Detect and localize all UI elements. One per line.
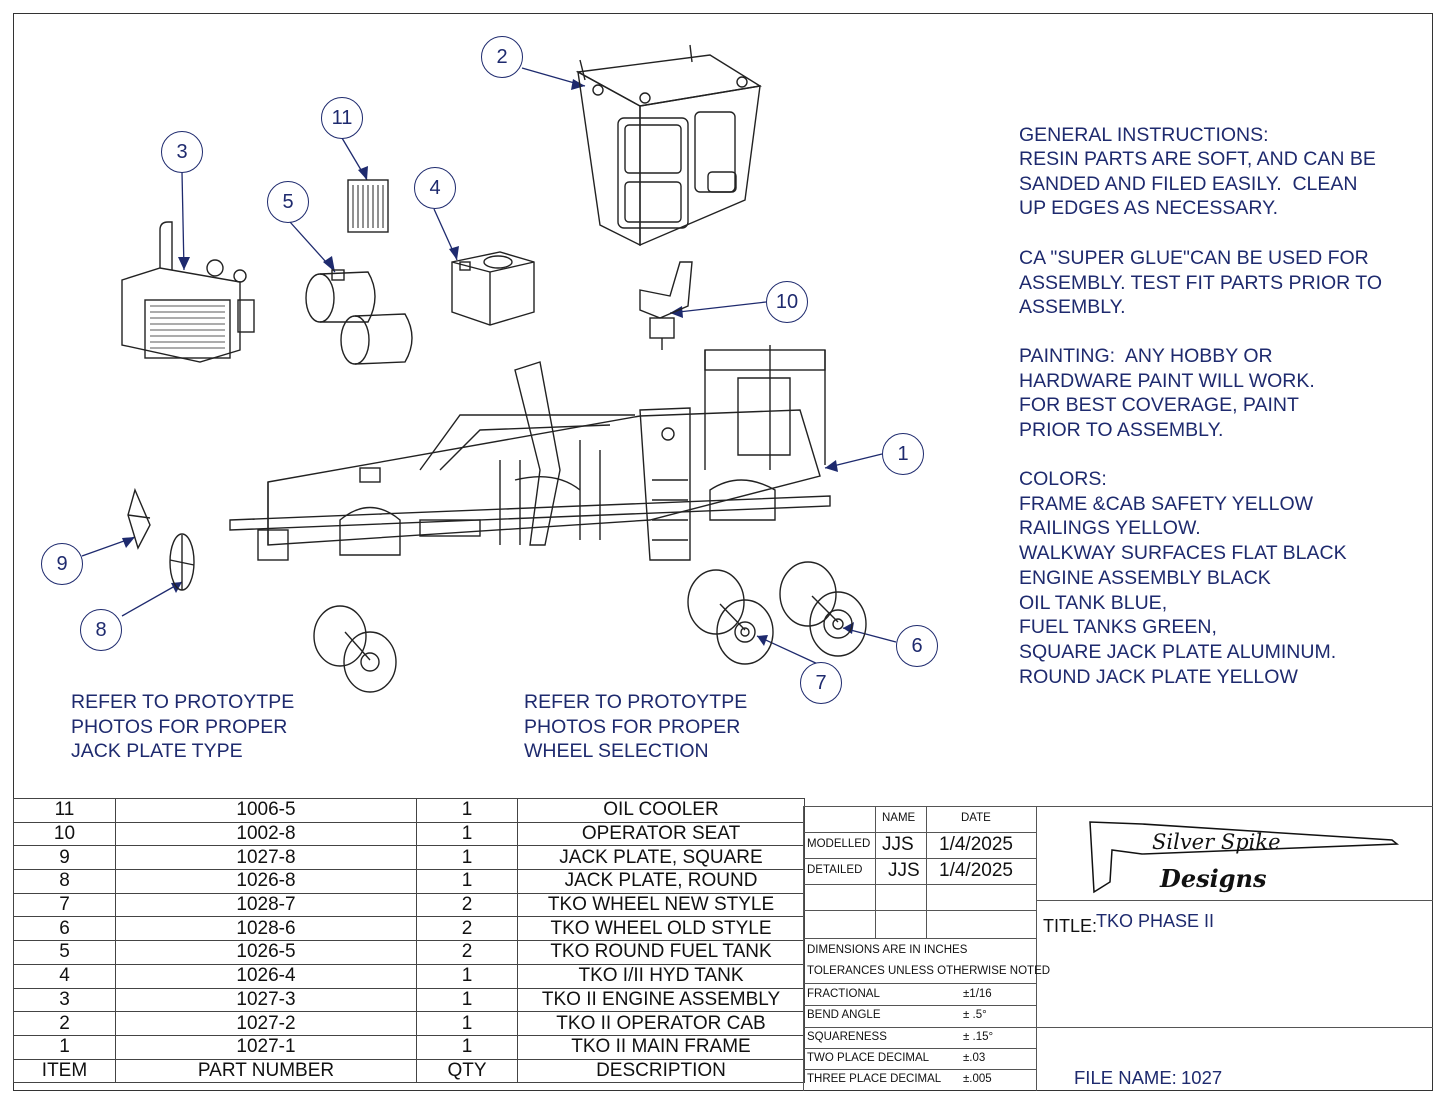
silver-spike-logo: [1089, 821, 1400, 894]
wheel-old-style-drawing: [779, 561, 867, 657]
jack-plate-note: REFER TO PROTOYTPE PHOTOS FOR PROPER JAC…: [71, 691, 295, 762]
modelled-label: MODELLED: [807, 838, 871, 850]
col-name-header: NAME: [882, 812, 916, 824]
callout-1: 1: [882, 433, 924, 475]
callout-10: 10: [766, 281, 808, 323]
drawing-sheet: [13, 13, 1433, 1091]
callout-8: 8: [80, 609, 122, 651]
general-instructions-body: RESIN PARTS ARE SOFT, AND CAN BE SANDED …: [1019, 148, 1376, 220]
tol-fractional-label: FRACTIONAL: [807, 988, 880, 1000]
leader-lines: [81, 67, 897, 666]
tol-three-place-value: ±.005: [963, 1073, 992, 1085]
round-jack-plate-drawing: [169, 533, 195, 591]
tol-three-place-label: THREE PLACE DECIMAL: [807, 1073, 942, 1085]
callout-6: 6: [896, 625, 938, 667]
tol-square-value: ± .15°: [963, 1031, 994, 1043]
tol-square-label: SQUARENESS: [807, 1031, 887, 1043]
engine-assembly-drawing: [121, 221, 255, 363]
callout-5: 5: [267, 181, 309, 223]
tol-two-place-value: ±.03: [963, 1052, 986, 1064]
detailed-label: DETAILED: [807, 864, 863, 876]
wheel-new-style-drawing: [687, 569, 774, 665]
title-value: TKO PHASE II: [1096, 911, 1215, 931]
tol-bend-label: BEND ANGLE: [807, 1009, 881, 1021]
detailed-date: 1/4/2025: [939, 860, 1013, 881]
wheel-left-drawing: [313, 605, 397, 693]
callout-4: 4: [414, 167, 456, 209]
logo-text-line2: Designs: [1160, 864, 1267, 893]
tolerances-note: TOLERANCES UNLESS OTHERWISE NOTED: [807, 965, 1051, 977]
colors-note: COLORS: FRAME &CAB SAFETY YELLOW RAILING…: [1019, 468, 1347, 688]
callout-2: 2: [481, 36, 523, 78]
fuel-tanks-drawing: [305, 269, 413, 365]
file-name-value: 1027: [1181, 1067, 1223, 1088]
oil-cooler-drawing: [347, 179, 389, 233]
callout-7: 7: [800, 662, 842, 704]
operator-seat-drawing: [639, 261, 693, 350]
dimensions-note: DIMENSIONS ARE IN INCHES: [807, 944, 968, 956]
wheel-selection-note: REFER TO PROTOYTPE PHOTOS FOR PROPER WHE…: [524, 691, 748, 762]
general-instructions-heading: GENERAL INSTRUCTIONS:: [1019, 124, 1269, 146]
tol-bend-value: ± .5°: [963, 1009, 987, 1021]
callout-3: 3: [161, 131, 203, 173]
painting-note: PAINTING: ANY HOBBY OR HARDWARE PAINT WI…: [1019, 345, 1315, 442]
detailed-name: JJS: [888, 860, 920, 881]
square-jack-plate-drawing: [127, 487, 151, 550]
tol-fractional-value: ±1/16: [963, 988, 992, 1000]
modelled-date: 1/4/2025: [939, 834, 1013, 855]
modelled-name: JJS: [882, 834, 914, 855]
glue-note: CA "SUPER GLUE"CAN BE USED FOR ASSEMBLY.…: [1019, 247, 1383, 319]
main-frame-drawing: [229, 345, 831, 561]
leader-arrows: [122, 79, 854, 646]
tol-two-place-label: TWO PLACE DECIMAL: [807, 1052, 930, 1064]
callout-9: 9: [41, 543, 83, 585]
operator-cab-drawing: [575, 44, 762, 247]
logo-text-line1: Silver Spike: [1152, 830, 1281, 854]
title-label: TITLE:: [1043, 916, 1098, 936]
callout-11: 11: [321, 97, 363, 139]
col-date-header: DATE: [961, 812, 991, 824]
file-name-label: FILE NAME:: [1074, 1067, 1177, 1088]
hyd-tank-drawing: [451, 251, 535, 326]
